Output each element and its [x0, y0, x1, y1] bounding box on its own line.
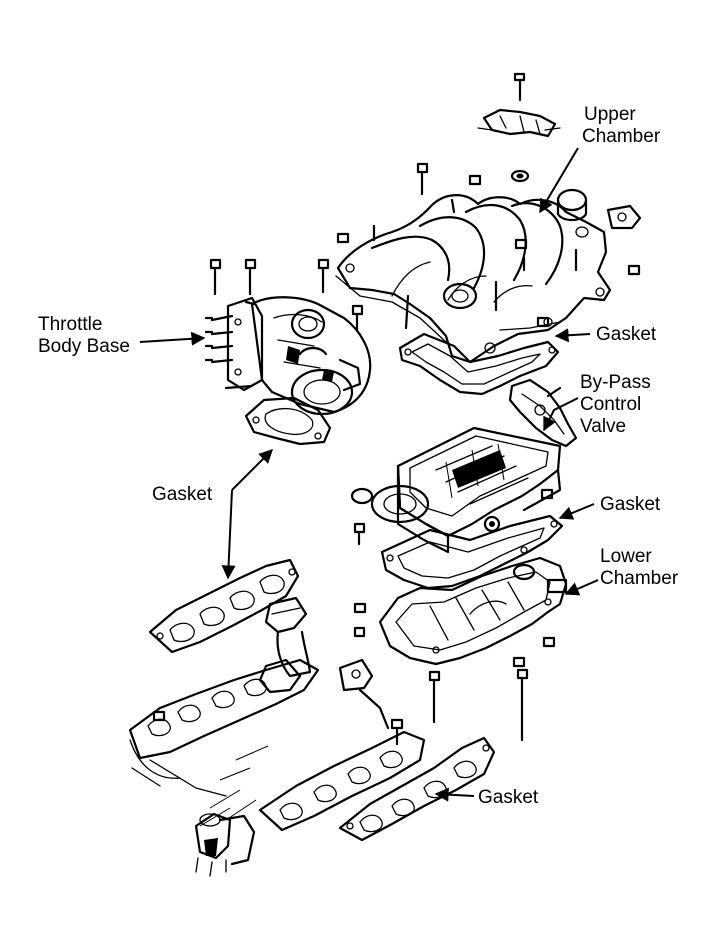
label-throttle-body-1: Throttle [38, 314, 102, 335]
label-gasket-upper: Gasket [596, 324, 657, 345]
top-bracket [477, 72, 561, 138]
middle-gasket [380, 514, 564, 590]
cylinder-head-ports [128, 658, 426, 877]
label-bypass-3: Valve [580, 416, 626, 437]
throttle-body [204, 258, 372, 416]
left-port-gasket [148, 558, 300, 654]
label-upper-chamber-1: Upper [584, 104, 636, 125]
elbow-fitting [258, 596, 312, 694]
upper-chamber [335, 169, 642, 364]
callout-leaders [139, 147, 599, 802]
label-gasket-bottom: Gasket [478, 787, 539, 808]
label-bypass-2: Control [580, 394, 641, 415]
throttle-gasket [244, 396, 332, 446]
upper-fasteners [336, 162, 641, 328]
bypass-control-valve [508, 378, 578, 448]
label-gasket-throttle: Gasket [152, 484, 213, 505]
label-throttle-body-2: Body Base [38, 336, 130, 357]
label-bypass-1: By-Pass [580, 372, 651, 393]
lower-chamber [353, 556, 568, 742]
upper-gasket [398, 332, 560, 396]
label-upper-chamber-2: Chamber [582, 126, 661, 147]
plenum-middle-section [350, 426, 562, 554]
label-lower-chamber-2: Chamber [600, 568, 679, 589]
label-lower-chamber-1: Lower [600, 546, 652, 567]
label-gasket-middle: Gasket [600, 494, 661, 515]
